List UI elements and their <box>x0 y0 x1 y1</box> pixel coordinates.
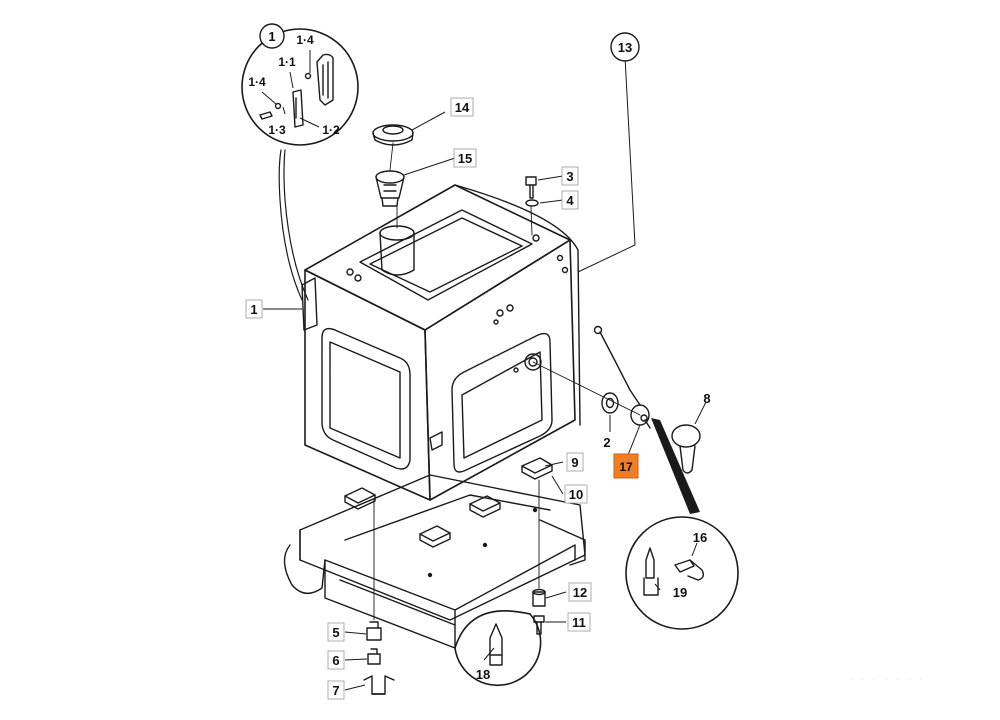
callout-label: 15 <box>458 151 472 166</box>
callout-7: 7 <box>327 680 345 700</box>
callout-box <box>453 148 477 168</box>
callout-17: 17 <box>613 453 639 479</box>
part-17-sender <box>593 325 651 429</box>
callout-label: 9 <box>571 455 578 470</box>
detail-1-sublabel: 1·1 <box>278 55 296 69</box>
callout-2: 2 <box>603 435 610 450</box>
callout-label: 19 <box>673 585 687 600</box>
part-4-washer <box>525 199 539 207</box>
callout-label: 7 <box>332 683 339 698</box>
callout-box <box>566 452 584 472</box>
part-6-plug <box>367 648 381 665</box>
callout-label: 10 <box>569 487 583 502</box>
detail-1-sublabel: 1·4 <box>248 75 266 89</box>
assembly-lines <box>373 142 641 621</box>
callout-label: 4 <box>566 193 574 208</box>
callout-15: 15 <box>453 148 477 168</box>
part-10-pad <box>344 487 501 548</box>
fuel-tank <box>301 184 581 501</box>
callout-box <box>561 190 579 210</box>
callout-8: 8 <box>703 391 710 406</box>
callout-label: 17 <box>619 460 633 474</box>
callout-6: 6 <box>327 650 345 670</box>
part-7-clip <box>363 675 395 695</box>
callout-label: 6 <box>332 653 339 668</box>
part-14-cap <box>372 124 414 146</box>
callout-box <box>450 97 474 117</box>
callout-box <box>568 582 592 602</box>
callout-13: 13 <box>610 32 640 62</box>
detail-1-number: 1 <box>268 29 275 44</box>
callout-label: 14 <box>455 100 470 115</box>
callout-11: 11 <box>567 612 591 632</box>
callout-4: 4 <box>561 190 579 210</box>
callout-18: 18 <box>476 667 490 682</box>
detail-1-number-circle <box>259 23 285 49</box>
callout-box <box>327 650 345 670</box>
callout-label: 12 <box>573 585 587 600</box>
part-15-strainer <box>375 170 405 207</box>
callout-box <box>567 612 591 632</box>
hose-line <box>278 149 309 303</box>
detail-16-19-circle <box>625 418 739 630</box>
callout-label: 16 <box>693 530 707 545</box>
callout-10: 10 <box>564 484 588 504</box>
callout-3: 3 <box>561 166 579 186</box>
callout-label: 8 <box>703 391 710 406</box>
callout-label: 11 <box>572 615 586 630</box>
callout-14: 14 <box>450 97 474 117</box>
detail-1-sublabel: 1·4 <box>296 33 314 47</box>
callout-1: 1 <box>245 299 263 319</box>
detail-1-circle <box>241 28 359 146</box>
watermark-text: · · · · · · · <box>850 674 925 684</box>
callout-16: 16 <box>693 530 707 545</box>
part-2-gasket <box>601 392 619 414</box>
detail-1-sublabel: 1·2 <box>322 123 340 137</box>
part-8-knob <box>671 424 701 474</box>
highlight-box <box>613 453 639 479</box>
callout-box <box>564 484 588 504</box>
callout-19: 19 <box>673 585 687 600</box>
part-5-fitting <box>366 621 382 641</box>
callout-12: 12 <box>568 582 592 602</box>
callout-box <box>561 166 579 186</box>
callout-5: 5 <box>327 622 345 642</box>
detail-18-circle <box>454 610 542 687</box>
part-12-spacer <box>532 588 546 607</box>
part-9-pad <box>521 457 553 480</box>
callout-9: 9 <box>566 452 584 472</box>
callout-circle <box>610 32 640 62</box>
detail-1-sublabel: 1·3 <box>268 123 286 137</box>
callout-label: 5 <box>332 625 339 640</box>
callout-box <box>245 299 263 319</box>
part-3-bolt <box>525 176 537 199</box>
callout-box <box>327 622 345 642</box>
base-frame <box>283 474 586 649</box>
callout-label: 13 <box>618 40 632 55</box>
callout-box <box>327 680 345 700</box>
callout-label: 2 <box>603 435 610 450</box>
callout-label: 1 <box>250 302 257 317</box>
callout-label: 3 <box>566 169 573 184</box>
callout-label: 18 <box>476 667 490 682</box>
